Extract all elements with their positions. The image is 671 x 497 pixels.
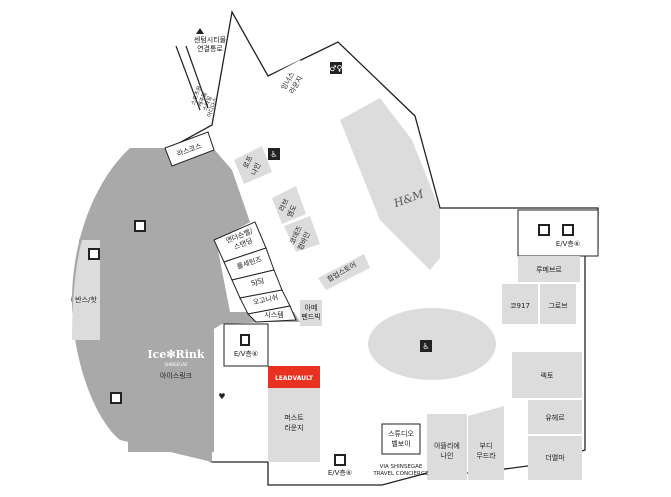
- atelier-store[interactable]: [427, 414, 467, 480]
- codes-store[interactable]: [284, 216, 320, 252]
- svg-text:♿: ♿: [270, 150, 277, 159]
- lockers-label: LEADVAULT: [275, 375, 314, 382]
- life-store[interactable]: [272, 186, 306, 224]
- body-store[interactable]: [468, 406, 504, 480]
- slsj-label: SJSJ: [250, 277, 265, 288]
- arket-label: 아떼: [305, 303, 318, 312]
- cos917-label: 코917: [510, 302, 530, 310]
- lecto-store[interactable]: [512, 352, 582, 398]
- arrow-up-icon: [196, 28, 204, 34]
- elevator-icon-1[interactable]: [240, 334, 250, 346]
- lockers[interactable]: [268, 366, 320, 388]
- ice-rink-area[interactable]: [128, 242, 214, 452]
- ice-logo: Ice✻Rink: [148, 348, 205, 361]
- sisley-label: 시스템: [264, 311, 283, 319]
- link-title-2: 연결통로: [197, 44, 223, 53]
- left-column-stores: [213, 221, 297, 323]
- svg-text:♥: ♥: [218, 392, 225, 401]
- lecto-label: 렉토: [541, 371, 554, 380]
- ice-sub: SHINSEGAE: [164, 362, 188, 367]
- derma-store[interactable]: [528, 436, 582, 480]
- locker-icon-1[interactable]: [134, 220, 146, 232]
- link-corridor: [175, 45, 209, 111]
- arket-store[interactable]: [300, 300, 322, 326]
- grobo-label: 그로브: [548, 302, 568, 310]
- body-label-2: 무드라: [476, 451, 496, 460]
- studio-store[interactable]: [381, 423, 421, 455]
- studio-caption-1: VIA SHINSEGAE: [380, 464, 423, 470]
- rumebre-label: 루메브르: [536, 266, 562, 274]
- atelier-label: 아뜰리에: [434, 441, 460, 450]
- svg-text:♿: ♿: [422, 342, 429, 351]
- locker-icon-4[interactable]: [538, 224, 550, 236]
- locker-icon-2[interactable]: [88, 248, 100, 260]
- ev-label-2: E/V층⑥: [556, 239, 580, 248]
- nursing-room-icon[interactable]: ♥: [215, 389, 229, 403]
- svg-text:♂♀: ♂♀: [329, 64, 342, 73]
- ice-name: 아이스링크: [160, 371, 193, 380]
- studio-label: 스튜디오: [388, 429, 414, 438]
- rope-store[interactable]: [234, 146, 272, 184]
- link-title: 센텀시티몰: [194, 35, 227, 44]
- accessible-icon-2[interactable]: ♿: [420, 340, 432, 352]
- elevator-icon-3[interactable]: [334, 454, 346, 466]
- first-lounge-label: 퍼스트: [284, 413, 304, 422]
- restroom-icon[interactable]: ♂♀: [329, 62, 343, 74]
- atelier-label-2: 나인: [441, 451, 454, 460]
- first-lounge-label-2: 라운지: [284, 423, 303, 432]
- hm-store[interactable]: [340, 98, 440, 270]
- arket-label-2: 펜드빅: [301, 312, 320, 321]
- studio-label-2: 벨보이: [391, 439, 410, 448]
- derma-label: 더엘마: [545, 453, 565, 462]
- sisley-store[interactable]: [246, 305, 297, 323]
- vansu-label: 반스/핫: [75, 295, 97, 304]
- right-top-block: [517, 209, 599, 257]
- hexa-store[interactable]: [164, 131, 215, 167]
- elevator-icon-2[interactable]: [562, 224, 574, 236]
- locker-icon-3[interactable]: [110, 392, 122, 404]
- happy-store[interactable]: [318, 254, 370, 290]
- bangsu-store[interactable]: [270, 60, 314, 108]
- accessible-icon-1[interactable]: ♿: [268, 148, 280, 160]
- studio-caption-2: TRAVEL CONCIERGE: [372, 471, 429, 477]
- cos917-store[interactable]: [502, 284, 538, 324]
- body-label: 부디: [480, 441, 493, 450]
- yuhaire-label: 유헤르: [545, 413, 565, 422]
- grobo-store[interactable]: [540, 284, 576, 324]
- yuhaire-store[interactable]: [528, 400, 582, 434]
- vansu-store[interactable]: [72, 240, 100, 340]
- rumebre-store[interactable]: [518, 256, 580, 282]
- ev-label-3: E/V층⑥: [328, 468, 352, 477]
- ev-label-1: E/V층⑥: [234, 349, 258, 358]
- first-lounge[interactable]: [268, 388, 320, 462]
